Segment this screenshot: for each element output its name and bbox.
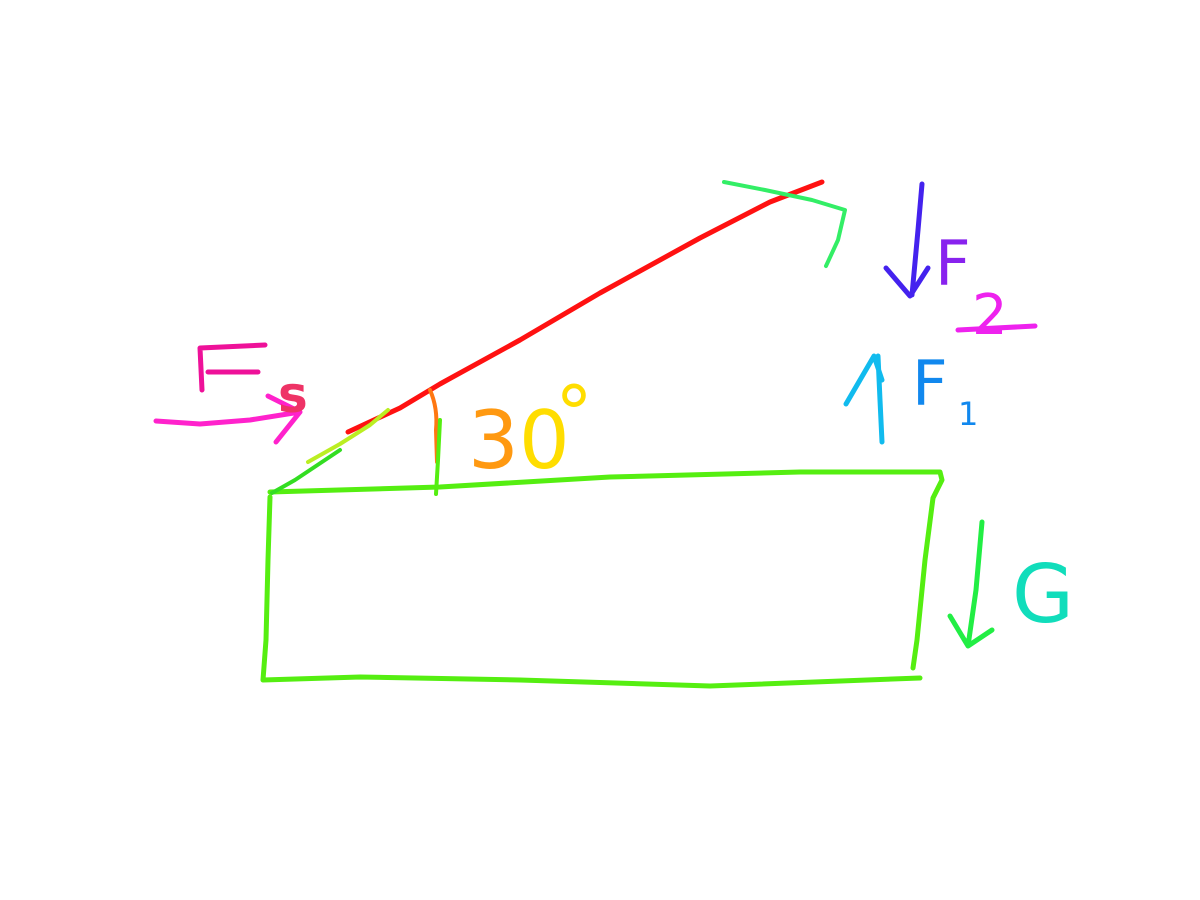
angle-value: 30	[468, 394, 570, 487]
short-segment	[306, 408, 390, 464]
weight-arrow	[947, 519, 995, 649]
right-angle-mark	[722, 180, 847, 268]
force-s-letter: F	[190, 391, 191, 393]
weight-label: G	[1012, 548, 1074, 641]
incline-start-mark	[270, 448, 342, 495]
angle-arc	[428, 388, 439, 464]
force-s-arrow	[153, 393, 303, 445]
block-outline	[260, 469, 945, 689]
force-2-letter: F	[935, 227, 971, 300]
angle-unit: °	[555, 369, 593, 458]
force-s-letter-stroke	[197, 342, 268, 393]
force-2-subscript: 2	[972, 283, 1008, 348]
force-1-letter: F	[912, 347, 948, 420]
force-1-subscript: 1	[958, 395, 978, 433]
angle-digit: 3	[468, 394, 519, 487]
angle-vertical-mark	[434, 418, 442, 496]
angle-digit: 0	[519, 394, 570, 487]
force-s-subscript: s	[278, 366, 308, 424]
force-1-arrow	[843, 353, 885, 445]
force-2-underline	[955, 323, 1038, 333]
incline-line	[345, 179, 825, 435]
force-2-arrow	[883, 181, 931, 299]
